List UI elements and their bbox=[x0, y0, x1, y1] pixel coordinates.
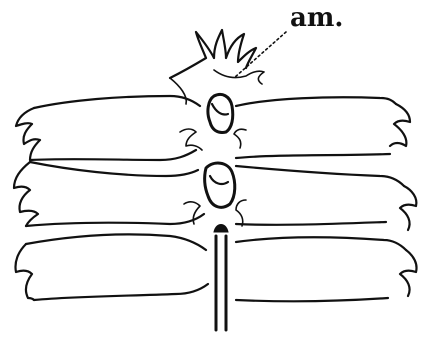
leaf-right-3 bbox=[236, 237, 417, 301]
leaf-right-2 bbox=[236, 166, 416, 230]
middle-amphigastrium-1 bbox=[180, 129, 246, 150]
leaf-right-1 bbox=[236, 97, 410, 158]
am-label: am. bbox=[290, 3, 343, 33]
leaf-left-2 bbox=[14, 162, 204, 226]
top-amphigastrium bbox=[170, 30, 264, 104]
leaf-left-3 bbox=[15, 234, 208, 300]
stem bbox=[205, 94, 235, 330]
leaf-left-1 bbox=[16, 96, 200, 160]
